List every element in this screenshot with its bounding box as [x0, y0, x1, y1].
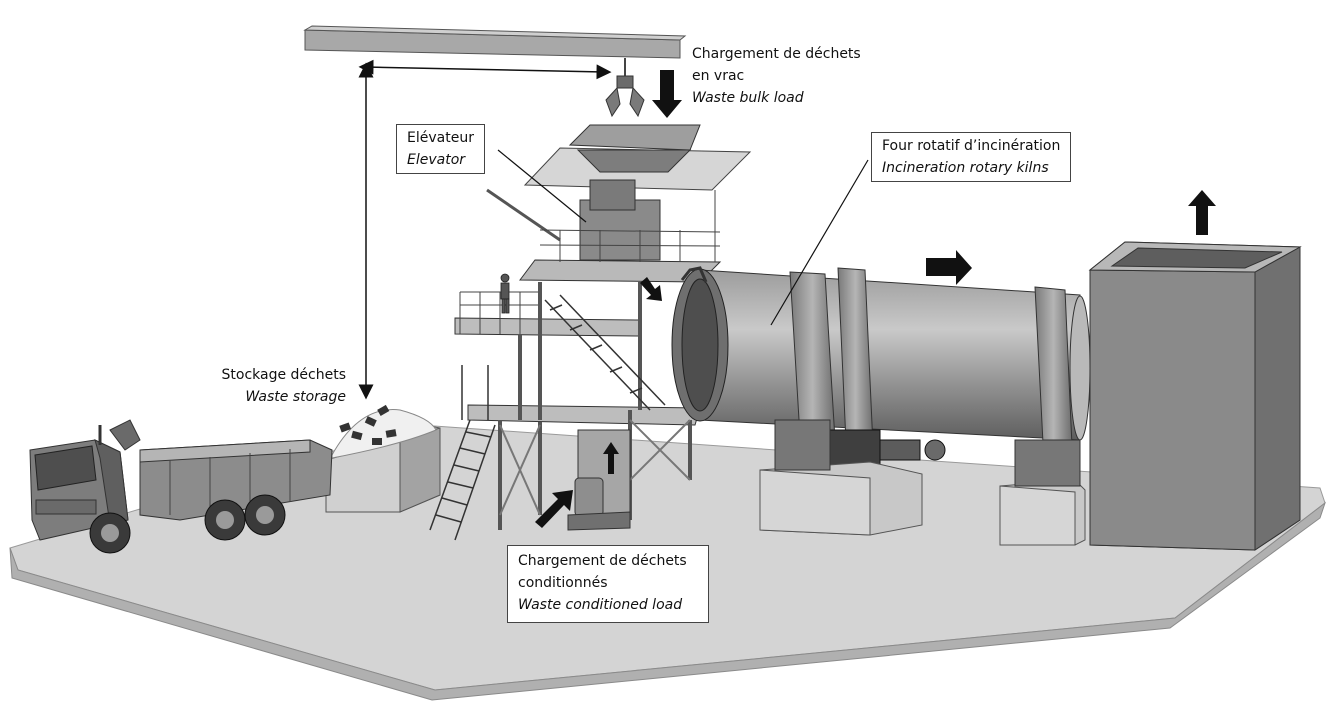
- overhead-crane-beam: [303, 25, 687, 59]
- flow-arrows: [535, 70, 1216, 528]
- rotary-kiln-label-fr: Four rotatif d’incinération: [882, 138, 1061, 154]
- truck-wheels: [89, 494, 286, 554]
- rotary-kiln-label-en: Incineration rotary kilns: [882, 160, 1049, 176]
- bulk-load-label-fr-1: Chargement de déchets: [692, 46, 861, 62]
- feed-chute-arrow: [640, 277, 662, 301]
- elevator-label-en: Elevator: [407, 152, 466, 168]
- grab-bucket: [605, 58, 645, 118]
- leader-lines: [497, 149, 869, 326]
- conditioned-load-label-en: Waste conditioned load: [518, 597, 683, 613]
- waste-storage-label: Stockage déchets Waste storage: [200, 364, 347, 408]
- kiln-pedestals: [759, 419, 1086, 546]
- conditioned-load-label-fr-1: Chargement de déchets: [518, 553, 687, 569]
- waste-storage-label-fr: Stockage déchets: [221, 367, 347, 383]
- conditioned-load-label-fr-2: conditionnés: [518, 575, 608, 591]
- conditioned-load-arrow: [535, 490, 573, 528]
- bulk-load-label-en: Waste bulk load: [692, 90, 804, 106]
- bulk-load-arrow: [652, 70, 682, 118]
- elevator-label-fr: Elévateur: [407, 130, 474, 146]
- rotary-kiln: [671, 266, 1091, 467]
- bulk-load-label-fr-2: en vrac: [692, 68, 745, 84]
- rotary-kiln-label: Four rotatif d’incinération Incineration…: [871, 132, 1072, 182]
- post-combustion-chamber: [1088, 241, 1302, 551]
- bulk-load-label: Chargement de déchets en vrac Waste bulk…: [692, 43, 861, 109]
- elevator-up-arrow: [603, 442, 619, 474]
- dump-truck: [29, 419, 333, 554]
- conditioned-load-label: Chargement de déchets conditionnés Waste…: [507, 545, 709, 623]
- elevator-label: Elévateur Elevator: [396, 124, 485, 174]
- flue-gas-up-arrow: [1188, 190, 1216, 235]
- dimension-lines: [358, 59, 612, 400]
- waste-storage-bin: [325, 404, 441, 513]
- waste-storage-label-en: Waste storage: [245, 389, 346, 405]
- loading-structure: [429, 124, 752, 541]
- kiln-flow-arrow: [926, 250, 972, 285]
- kiln-riding-rings: [789, 267, 1073, 447]
